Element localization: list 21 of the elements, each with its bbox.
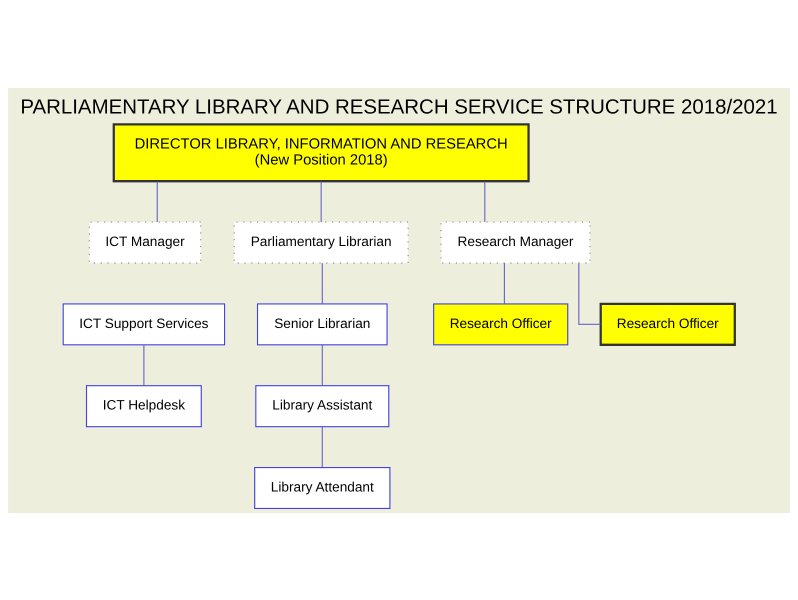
node-box: Parliamentary Librarian [234, 221, 409, 264]
node-box: ICT Manager [88, 221, 202, 264]
connector [484, 181, 486, 222]
node-box: ICT Support Services [62, 302, 226, 345]
node-box: Research Officer [433, 302, 568, 345]
connector [322, 344, 323, 385]
connector [143, 344, 144, 385]
node-box: Library Assistant [255, 384, 390, 427]
node-box: ICT Helpdesk [86, 384, 202, 427]
node-box: Senior Librarian [256, 302, 388, 345]
diagram-title: PARLIAMENTARY LIBRARY AND RESEARCH SERVICE STRUCTURE 2018/2021 [20, 94, 778, 118]
connector [320, 181, 322, 222]
node-box: DIRECTOR LIBRARY, INFORMATION AND RESEARCH (New Position 2018) [112, 122, 530, 182]
connector [578, 262, 600, 324]
node-box: Research Officer [600, 302, 736, 346]
connector [322, 426, 323, 467]
connector [156, 181, 158, 222]
node-box: Library Attendant [254, 466, 390, 509]
connector [322, 262, 323, 303]
connector [504, 262, 505, 303]
node-box: Research Manager [440, 221, 590, 264]
